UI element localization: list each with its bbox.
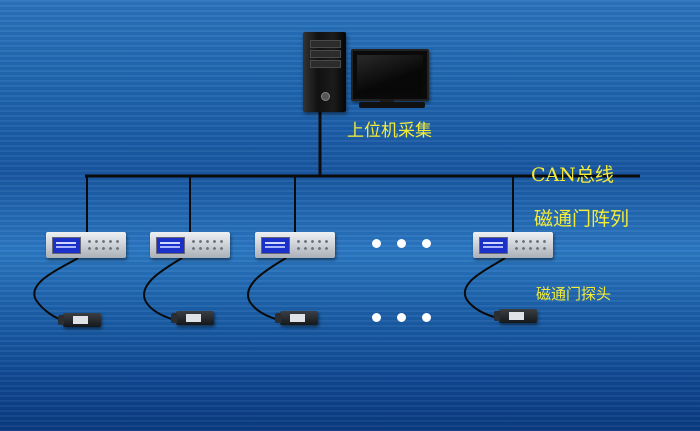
controller-unit-3 bbox=[255, 232, 335, 258]
probe-cable-1 bbox=[33, 257, 79, 321]
monitor-icon bbox=[351, 49, 429, 101]
ellipsis-dot bbox=[372, 239, 381, 248]
ellipsis-dot bbox=[397, 313, 406, 322]
probe-cable-2 bbox=[143, 257, 183, 321]
array-label: 磁通门阵列 bbox=[534, 208, 630, 230]
controller-unit-4 bbox=[473, 232, 553, 258]
fluxgate-probe-4 bbox=[494, 309, 537, 323]
keyboard-icon bbox=[359, 102, 425, 108]
controller-unit-2 bbox=[150, 232, 230, 258]
probe-cable-4 bbox=[463, 257, 506, 319]
controller-unit-1 bbox=[46, 232, 126, 258]
ellipsis-dot bbox=[422, 313, 431, 322]
fluxgate-probe-1 bbox=[58, 313, 101, 327]
probe-cable-3 bbox=[247, 257, 287, 321]
fluxgate-probe-2 bbox=[171, 311, 214, 325]
bus-label: CAN总线 bbox=[531, 164, 614, 186]
ellipsis-dot bbox=[422, 239, 431, 248]
pc-tower-icon bbox=[303, 32, 346, 112]
probe-label: 磁通门探头 bbox=[536, 285, 612, 303]
host-label: 上位机采集 bbox=[347, 121, 432, 141]
ellipsis-dot bbox=[372, 313, 381, 322]
fluxgate-probe-3 bbox=[275, 311, 318, 325]
monitor-stand bbox=[380, 99, 394, 104]
ellipsis-dot bbox=[397, 239, 406, 248]
